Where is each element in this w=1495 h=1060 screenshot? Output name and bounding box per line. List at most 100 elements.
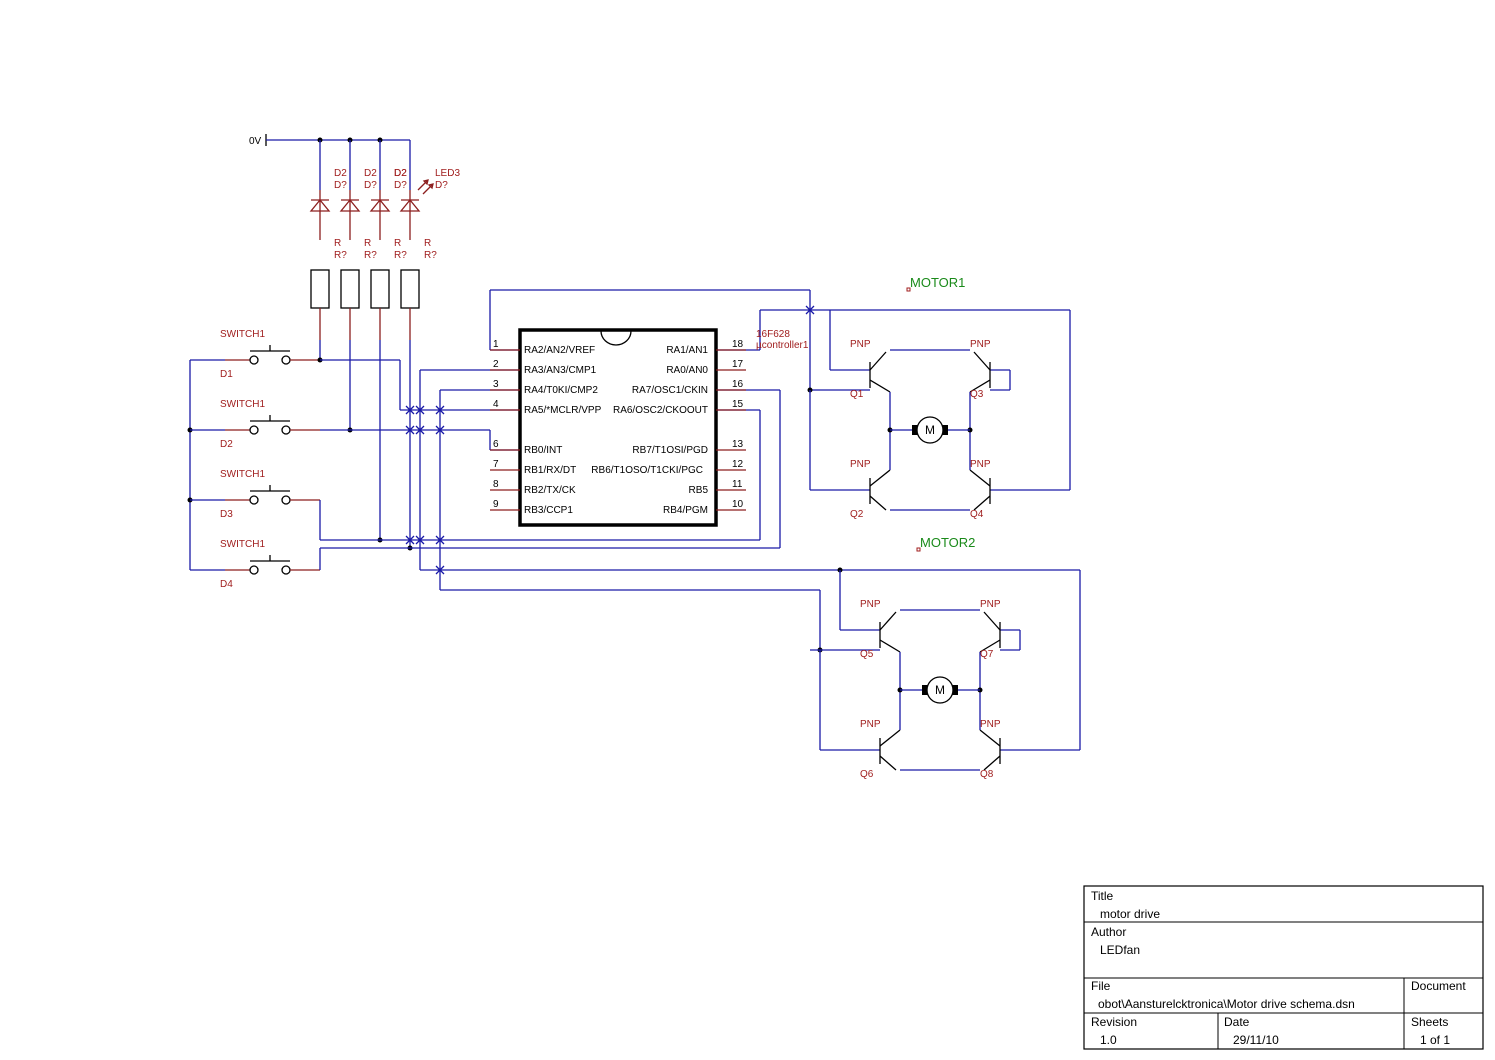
svg-text:RA6/OSC2/CKOOUT: RA6/OSC2/CKOOUT	[613, 405, 708, 416]
svg-text:RB1/RX/DT: RB1/RX/DT	[524, 465, 576, 476]
svg-text:15: 15	[732, 399, 744, 410]
diode-4-ref: D2	[394, 168, 407, 179]
diode-1: D2 D?	[309, 140, 347, 240]
tb-author: LEDfan	[1100, 943, 1140, 957]
svg-text:RA5/*MCLR/VPP: RA5/*MCLR/VPP	[524, 405, 602, 416]
svg-text:PNP: PNP	[970, 459, 991, 470]
svg-text:R?: R?	[364, 250, 377, 261]
svg-text:RA7/OSC1/CKIN: RA7/OSC1/CKIN	[632, 385, 708, 396]
svg-text:RB7/T1OSI/PGD: RB7/T1OSI/PGD	[632, 445, 708, 456]
svg-text:Q6: Q6	[860, 769, 874, 780]
microcontroller: 16F628 µcontroller1 1 2 3 4 6 7 8 9 RA2/…	[490, 328, 809, 527]
svg-text:SWITCH1: SWITCH1	[220, 469, 265, 480]
svg-text:PNP: PNP	[850, 459, 871, 470]
svg-text:RB5: RB5	[689, 485, 709, 496]
tb-revision-label: Revision	[1091, 1015, 1137, 1029]
svg-text:RB2/TX/CK: RB2/TX/CK	[524, 485, 576, 496]
tb-file: obot\Aansturelcktronica\Motor drive sche…	[1098, 997, 1355, 1011]
svg-text:12: 12	[732, 459, 744, 470]
chip-left-pins: 1 2 3 4 6 7 8 9 RA2/AN2/VREF RA3/AN3/CMP…	[490, 339, 602, 516]
diode-3: D2 D?	[369, 140, 407, 240]
wire-crossings	[405, 305, 815, 575]
svg-text:D2: D2	[220, 439, 233, 450]
led-arrows	[417, 179, 434, 195]
svg-text:1: 1	[493, 339, 499, 350]
svg-text:Q5: Q5	[860, 649, 874, 660]
tb-revision: 1.0	[1100, 1033, 1117, 1047]
svg-text:PNP: PNP	[860, 719, 881, 730]
svg-text:7: 7	[493, 459, 499, 470]
signal-wiring	[317, 289, 840, 650]
svg-text:D1: D1	[220, 369, 233, 380]
svg-text:RB4/PGM: RB4/PGM	[663, 505, 708, 516]
svg-text:D?: D?	[334, 180, 347, 191]
svg-text:D2: D2	[334, 168, 347, 179]
svg-text:6: 6	[493, 439, 499, 450]
svg-text:RA1/AN1: RA1/AN1	[666, 345, 708, 356]
svg-text:RA0/AN0: RA0/AN0	[666, 365, 708, 376]
svg-text:Q7: Q7	[980, 649, 994, 660]
title-block: Title motor drive Author LEDfan File obo…	[1083, 885, 1484, 1050]
svg-text:Q4: Q4	[970, 509, 984, 520]
switch-1: SWITCH1 D1	[190, 329, 320, 380]
diode-2: D2 D?	[339, 140, 377, 240]
svg-text:17: 17	[732, 359, 744, 370]
tb-document-label: Document	[1411, 979, 1466, 993]
svg-text:D3: D3	[220, 509, 233, 520]
svg-text:RB6/T1OSO/T1CKI/PGC: RB6/T1OSO/T1CKI/PGC	[591, 465, 703, 476]
chip-part: 16F628	[756, 329, 790, 340]
svg-text:2: 2	[493, 359, 499, 370]
svg-text:Q3: Q3	[970, 389, 984, 400]
resistor-3: R R?	[370, 238, 407, 340]
resistor-2: R R?	[340, 238, 377, 340]
svg-text:11: 11	[732, 479, 743, 490]
motor2-bridge: MOTOR2 M PNP Q5 PNP	[810, 535, 1081, 780]
switch-3: SWITCH1 D3	[190, 469, 320, 520]
svg-text:18: 18	[732, 339, 744, 350]
switch-array: SWITCH1 D1 SWITCH1 D2 SWITCH1 D3	[187, 329, 320, 590]
chip-right-pins: 18 17 16 15 13 12 11 10 RA1/AN1 RA0/AN0 …	[591, 339, 746, 516]
tb-date-label: Date	[1224, 1015, 1250, 1029]
motor1-bridge: MOTOR1 M	[807, 275, 1071, 520]
diode-resistor-array: D2 D? D2 D? D2 D? D2 D? D2	[309, 140, 460, 340]
led-value: D?	[435, 180, 448, 191]
svg-text:PNP: PNP	[860, 599, 881, 610]
switch-4: SWITCH1 D4	[190, 539, 320, 590]
svg-text:13: 13	[732, 439, 744, 450]
svg-text:RB3/CCP1: RB3/CCP1	[524, 505, 573, 516]
svg-text:SWITCH1: SWITCH1	[220, 539, 265, 550]
svg-text:R: R	[364, 238, 371, 249]
motor2-symbol: M	[935, 683, 945, 697]
diode-4: D2 D?	[399, 140, 421, 240]
svg-text:3: 3	[493, 379, 499, 390]
svg-text:SWITCH1: SWITCH1	[220, 329, 265, 340]
svg-text:RA2/AN2/VREF: RA2/AN2/VREF	[524, 345, 595, 356]
svg-text:10: 10	[732, 499, 744, 510]
motor1-label: MOTOR1	[910, 275, 965, 290]
tb-sheets: 1 of 1	[1420, 1033, 1450, 1047]
svg-text:R?: R?	[334, 250, 347, 261]
tb-sheets-label: Sheets	[1411, 1015, 1448, 1029]
svg-text:PNP: PNP	[980, 719, 1001, 730]
svg-text:9: 9	[493, 499, 499, 510]
svg-text:PNP: PNP	[970, 339, 991, 350]
tb-author-label: Author	[1091, 925, 1126, 939]
svg-text:RB0/INT: RB0/INT	[524, 445, 562, 456]
tb-title-label: Title	[1091, 889, 1114, 903]
svg-text:R?: R?	[394, 250, 407, 261]
svg-text:R?: R?	[424, 250, 437, 261]
svg-text:RA4/T0KI/CMP2: RA4/T0KI/CMP2	[524, 385, 598, 396]
svg-text:R: R	[334, 238, 341, 249]
chip-name: µcontroller1	[756, 340, 809, 351]
tb-file-label: File	[1091, 979, 1111, 993]
svg-text:PNP: PNP	[980, 599, 1001, 610]
svg-text:D?: D?	[394, 180, 407, 191]
led-ref: LED3	[435, 168, 460, 179]
svg-text:D2: D2	[364, 168, 377, 179]
svg-text:SWITCH1: SWITCH1	[220, 399, 265, 410]
power-label: 0V	[249, 136, 262, 147]
svg-text:Q1: Q1	[850, 389, 864, 400]
svg-text:D?: D?	[364, 180, 377, 191]
svg-text:PNP: PNP	[850, 339, 871, 350]
